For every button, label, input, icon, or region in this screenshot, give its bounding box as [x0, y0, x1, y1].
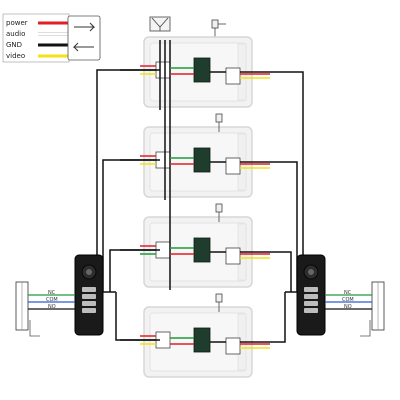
relay-left-no: NO [48, 304, 56, 310]
monitor-2-connector-right [225, 157, 241, 175]
indoor-monitor-3 [143, 216, 253, 288]
speaker-icon [149, 16, 171, 32]
call-button-1[interactable] [82, 287, 96, 292]
power-adapter-icon [215, 203, 223, 222]
relay-wiring-right: NC COM NO [325, 281, 385, 337]
pcb-module-4 [193, 327, 211, 353]
outdoor-panel-left [74, 254, 104, 336]
monitor-3-harness [120, 245, 270, 259]
call-button-2[interactable] [82, 294, 96, 299]
power-adapter-icons [215, 113, 223, 312]
relay-right-no: NO [344, 304, 352, 310]
wire-legend: power audio GND video [2, 13, 101, 63]
relay-right-com: COM [342, 297, 354, 303]
legend-row-audio: audio [6, 30, 68, 38]
indoor-monitor-4 [143, 306, 253, 378]
legend-label-video: video [6, 52, 25, 60]
monitor-1-harness [120, 65, 270, 79]
relay-wiring-left: NC COM NO [15, 281, 75, 337]
indoor-monitor-2 [143, 126, 253, 198]
pcb-module-3 [193, 237, 211, 263]
call-button-3[interactable] [304, 301, 318, 306]
legend-connector-block [67, 15, 101, 61]
pcb-module-1 [193, 57, 211, 83]
relay-left-com: COM [46, 297, 58, 303]
double-arrow-icon [72, 22, 96, 52]
outdoor-panel-right [296, 254, 326, 336]
call-button-4[interactable] [82, 308, 96, 313]
legend-row-gnd: GND [6, 41, 68, 49]
legend-label-gnd: GND [6, 41, 22, 49]
monitor-4-harness [120, 335, 270, 349]
legend-label-audio: audio [6, 30, 25, 38]
call-button-4[interactable] [304, 308, 318, 313]
legend-label-power: power [6, 19, 28, 27]
legend-row-video: video [6, 52, 68, 60]
monitor-2-harness [120, 155, 270, 169]
call-button-3[interactable] [82, 301, 96, 306]
pcb-module-2 [193, 147, 211, 173]
call-button-1[interactable] [304, 287, 318, 292]
power-adapter-icon [215, 113, 223, 132]
monitor-4-connector-right [225, 337, 241, 355]
monitor-1-connector-right [225, 67, 241, 85]
power-adapter-icon [215, 293, 223, 312]
legend-row-power: power [6, 19, 68, 27]
call-button-2[interactable] [304, 294, 318, 299]
monitor-3-connector-right [225, 247, 241, 265]
relay-right-nc: NC [344, 290, 352, 296]
relay-left-nc: NC [48, 290, 56, 296]
